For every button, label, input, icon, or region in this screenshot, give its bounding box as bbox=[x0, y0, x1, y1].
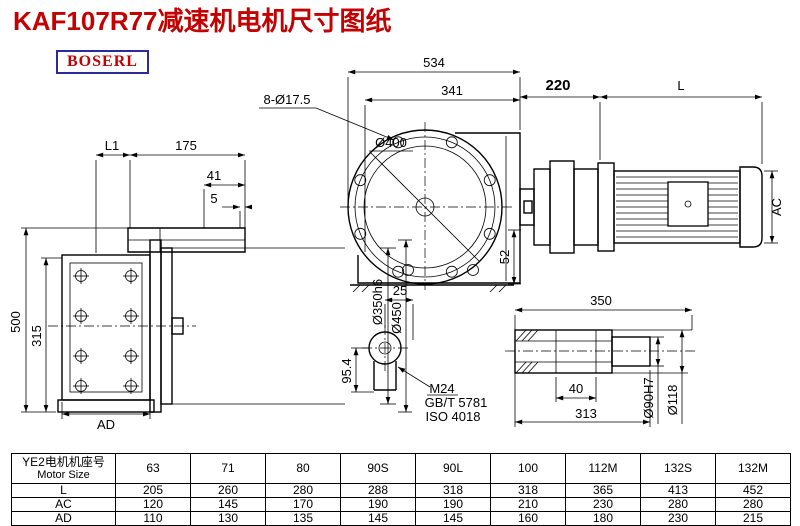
cell: 452 bbox=[715, 483, 791, 498]
table-header-cn: YE2电机机座号 bbox=[22, 454, 105, 469]
cell: 135 bbox=[265, 511, 341, 526]
dim-label-L1: L1 bbox=[105, 138, 119, 153]
front-view bbox=[340, 122, 763, 293]
cell: 210 bbox=[490, 497, 566, 512]
dim-label-L: L bbox=[677, 78, 684, 93]
column-header: 63 bbox=[115, 453, 191, 484]
dim-label-AC: AC bbox=[769, 198, 784, 216]
dim-label-315: 315 bbox=[29, 325, 44, 347]
row-label: AC bbox=[11, 497, 116, 512]
dim-label-341: 341 bbox=[441, 83, 463, 98]
dim-label-400: Ø400 bbox=[375, 135, 407, 150]
table-header-en: Motor Size bbox=[37, 468, 90, 481]
cell: 190 bbox=[415, 497, 491, 512]
dim-label-350: 350 bbox=[590, 293, 612, 308]
dim-label-25: 25 bbox=[393, 283, 407, 298]
cell: 280 bbox=[640, 497, 716, 512]
cell: 260 bbox=[190, 483, 266, 498]
table-row-AC: AC 120 145 170 190 190 210 230 280 280 bbox=[11, 497, 791, 512]
cell: 318 bbox=[490, 483, 566, 498]
motor-terminal-box bbox=[667, 181, 709, 227]
cell: 230 bbox=[565, 497, 641, 512]
dim-label-90H7: Ø90H7 bbox=[641, 377, 656, 418]
cell: 130 bbox=[190, 511, 266, 526]
cell: 280 bbox=[265, 483, 341, 498]
page-title: KAF107R77减速机电机尺寸图纸 bbox=[13, 6, 392, 36]
cell: 190 bbox=[340, 497, 416, 512]
dim-label-500: 500 bbox=[8, 311, 23, 333]
technical-drawing: L1 175 41 5 500 315 AD bbox=[8, 55, 784, 432]
brand-logo: BOSERL bbox=[56, 50, 149, 74]
cell: 365 bbox=[565, 483, 641, 498]
dim-label-450: Ø450 bbox=[389, 302, 404, 334]
cell: 413 bbox=[640, 483, 716, 498]
cell: 145 bbox=[190, 497, 266, 512]
table-header-motor-size: YE2电机机座号 Motor Size bbox=[11, 453, 116, 484]
row-label: AD bbox=[11, 511, 116, 526]
dim-label-220: 220 bbox=[545, 77, 570, 94]
left-view-dimensions: L1 175 41 5 500 315 AD bbox=[8, 138, 412, 432]
cell: 145 bbox=[340, 511, 416, 526]
dim-label-118: Ø118 bbox=[665, 385, 680, 416]
dim-label-534: 534 bbox=[423, 55, 445, 70]
cell: 160 bbox=[490, 511, 566, 526]
row-label: L bbox=[11, 483, 116, 498]
table-row-AD: AD 110 130 135 145 145 160 180 230 215 bbox=[11, 511, 791, 526]
shaft-section-view: 350 Ø90H7 Ø118 40 313 bbox=[505, 293, 698, 427]
dim-label-313: 313 bbox=[575, 406, 597, 421]
cell: 205 bbox=[115, 483, 191, 498]
dim-label-bolt-holes: 8-Ø17.5 bbox=[264, 92, 311, 107]
dim-label-5: 5 bbox=[210, 191, 217, 206]
column-header: 132M bbox=[715, 453, 791, 484]
table-row-L: L 205 260 280 288 318 318 365 413 452 bbox=[11, 483, 791, 498]
motor-dimension-table: YE2电机机座号 Motor Size 63 71 80 90S 90L 100… bbox=[11, 453, 791, 526]
left-view bbox=[48, 227, 246, 413]
dim-label-175: 175 bbox=[175, 138, 197, 153]
cell: 145 bbox=[415, 511, 491, 526]
cell: 120 bbox=[115, 497, 191, 512]
thread-label: M24 bbox=[429, 381, 454, 396]
cell: 180 bbox=[565, 511, 641, 526]
column-header: 132S bbox=[640, 453, 716, 484]
standard-label-iso: ISO 4018 bbox=[426, 409, 481, 424]
cell: 215 bbox=[715, 511, 791, 526]
front-view-dimensions: 534 341 8-Ø17.5 Ø400 220 L AC bbox=[259, 55, 784, 285]
dim-label-52: 52 bbox=[497, 250, 512, 264]
dim-label-AD: AD bbox=[97, 417, 115, 432]
column-header: 90L bbox=[415, 453, 491, 484]
column-header: 112M bbox=[565, 453, 641, 484]
cell: 318 bbox=[415, 483, 491, 498]
column-header: 100 bbox=[490, 453, 566, 484]
cell: 288 bbox=[340, 483, 416, 498]
column-header: 71 bbox=[190, 453, 266, 484]
standard-label-gbt: GB/T 5781 bbox=[425, 395, 488, 410]
cell: 230 bbox=[640, 511, 716, 526]
cell: 170 bbox=[265, 497, 341, 512]
shaft-end-view: 25 95.4 M24 GB/T 5781 ISO 4018 bbox=[339, 283, 487, 424]
dim-label-350h6: Ø350h6 bbox=[370, 279, 385, 325]
cell: 110 bbox=[115, 511, 191, 526]
column-header: 80 bbox=[265, 453, 341, 484]
dim-label-40: 40 bbox=[569, 381, 583, 396]
cell: 280 bbox=[715, 497, 791, 512]
column-header: 90S bbox=[340, 453, 416, 484]
dim-label-41: 41 bbox=[207, 168, 221, 183]
table-header-row: YE2电机机座号 Motor Size 63 71 80 90S 90L 100… bbox=[11, 453, 791, 484]
dim-label-95-4: 95.4 bbox=[339, 358, 354, 383]
